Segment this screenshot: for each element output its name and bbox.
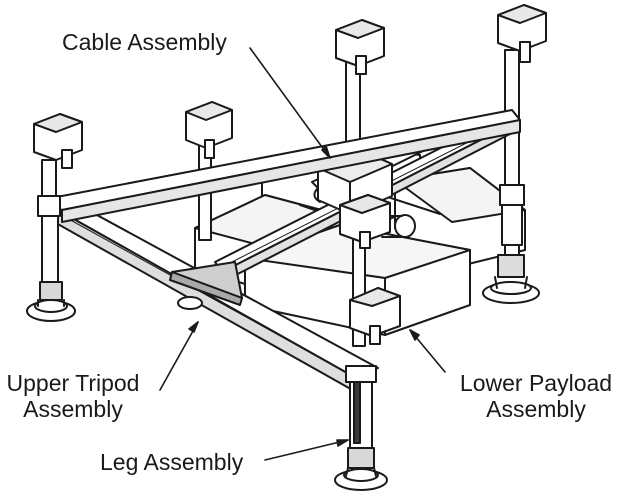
back-right-leg bbox=[482, 4, 547, 304]
center-support-leg bbox=[177, 296, 203, 310]
upper-tripod-label-line1: Upper Tripod bbox=[6, 370, 140, 396]
leg-assembly-arrow-icon bbox=[336, 439, 349, 447]
upper-tripod-leader bbox=[159, 321, 199, 391]
upper-tripod-label: Upper Tripod Assembly bbox=[0, 370, 154, 422]
leg-assembly-label: Leg Assembly bbox=[100, 449, 244, 475]
lower-payload-label-line1: Lower Payload bbox=[459, 370, 613, 396]
leg-assembly-leader bbox=[264, 439, 349, 461]
leader-lines bbox=[159, 47, 446, 461]
upper-tripod-arrow-icon bbox=[188, 321, 199, 333]
cable-assembly-arrow-icon bbox=[321, 145, 331, 159]
leg-assembly-front bbox=[334, 365, 388, 491]
cable-assembly-label: Cable Assembly bbox=[62, 29, 227, 55]
back-center-leg bbox=[335, 19, 385, 146]
lower-payload-label: Lower Payload Assembly bbox=[450, 370, 622, 422]
cable-assembly-leader bbox=[249, 47, 331, 159]
lower-payload-label-line2: Assembly bbox=[486, 396, 586, 422]
lower-payload-arrow-icon bbox=[409, 329, 420, 341]
upper-tripod-assembly bbox=[26, 109, 521, 393]
front-right-sensor bbox=[339, 194, 401, 347]
upper-tripod-label-line2: Assembly bbox=[23, 396, 123, 422]
